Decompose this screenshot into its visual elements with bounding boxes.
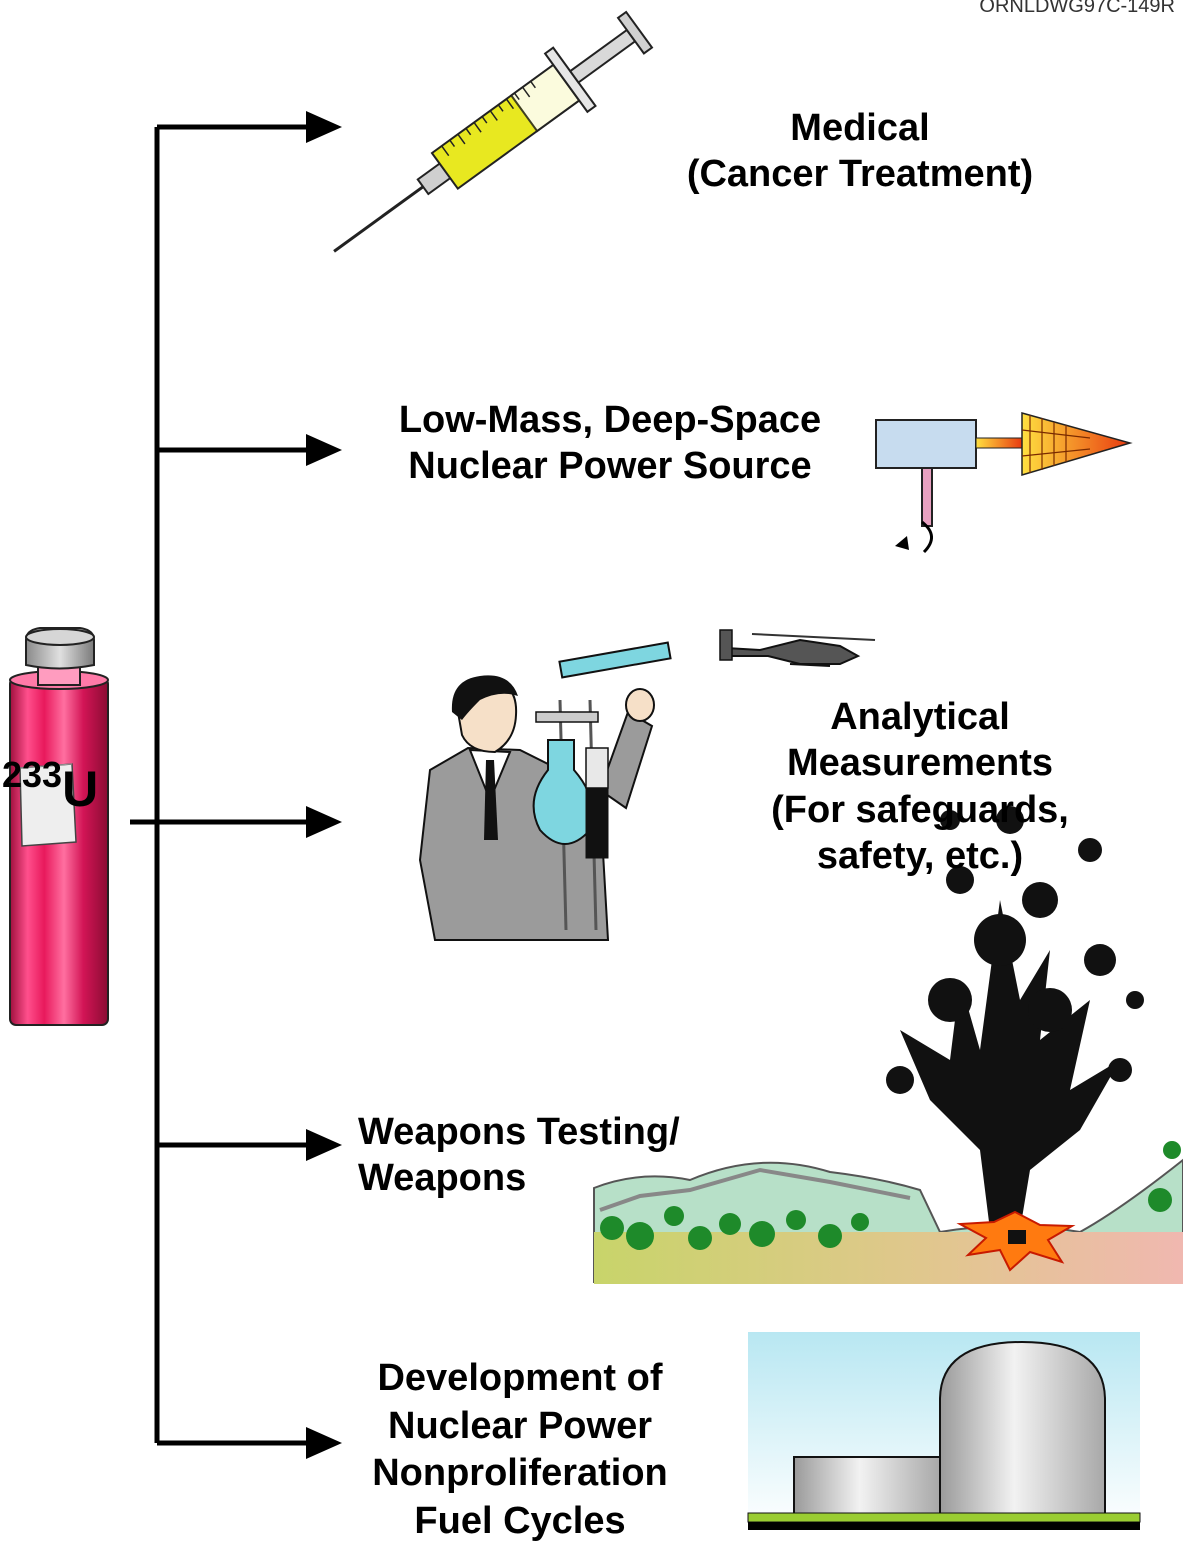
arrowhead [306,434,342,466]
arrowhead [306,111,342,143]
label-line: safety, etc.) [816,835,1024,878]
isotope-symbol: U [62,761,99,817]
u233-vial-icon [9,627,109,1026]
label-line: Fuel Cycles [414,1499,626,1542]
isotope-label: 233U [2,754,99,818]
explosion-scene-icon [593,629,1183,1284]
isotope-mass-number: 233 [2,754,63,795]
syringe-icon [333,10,654,253]
scientist-icon [418,641,672,941]
arrowheads [306,111,342,1459]
label-line: Low-Mass, Deep-Space [398,399,822,441]
label-line: Weapons Testing/ [358,1111,680,1153]
label-line: (For safeguards, [771,788,1069,831]
label-line: Nonproliferation [372,1452,668,1494]
label-line: (Cancer Treatment) [686,152,1034,195]
label-line: Nuclear Power Source [408,444,812,487]
label-line: Weapons [358,1156,527,1199]
space-power-source-icon [875,412,1133,554]
label-line: Nuclear Power [388,1404,652,1447]
label-line: Medical [790,107,930,149]
label-medical: Medical (Cancer Treatment) [620,106,1100,197]
arrowhead [306,1129,342,1161]
label-line: Analytical [830,696,1010,738]
arrowhead [306,806,342,838]
helicopter-icon [719,629,876,667]
connector-tree [130,124,312,1446]
label-deep-space-power: Low-Mass, Deep-Space Nuclear Power Sourc… [340,398,880,489]
label-line: Development of [377,1357,663,1399]
label-line: Measurements [786,742,1054,785]
label-nuclear-power-development: Development of Nuclear Power Nonprolifer… [325,1355,715,1545]
label-analytical-measurements: Analytical Measurements (For safeguards,… [710,694,1130,879]
reactor-building-icon [747,1332,1141,1530]
drawing-number: ORNLDWG97C-149R [979,0,1175,17]
label-weapons-testing: Weapons Testing/ Weapons [358,1110,778,1201]
arrowhead [306,1427,342,1459]
